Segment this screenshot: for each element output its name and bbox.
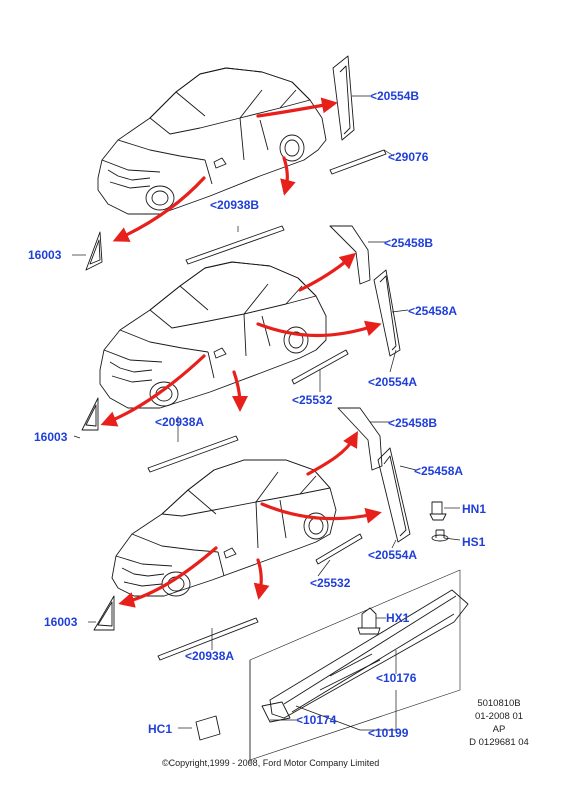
part-20938A-middle bbox=[147, 435, 239, 473]
part-25532-middle bbox=[291, 349, 349, 385]
leader-lines bbox=[72, 95, 461, 764]
rocker-panel-assembly bbox=[195, 569, 469, 761]
fastener-HS1 bbox=[431, 529, 449, 542]
reference-document-number: D 0129681 04 bbox=[469, 737, 529, 748]
callout-HS1[interactable]: HS1 bbox=[462, 535, 486, 549]
part-16003-top bbox=[85, 231, 103, 271]
part-25458A-bottom bbox=[377, 447, 411, 543]
callout-25532-bottom[interactable]: <25532 bbox=[310, 576, 351, 590]
part-25458B-middle bbox=[329, 225, 371, 285]
callout-16003-top[interactable]: 16003 bbox=[28, 248, 62, 262]
part-25532-bottom bbox=[315, 533, 363, 565]
part-16003-bottom bbox=[93, 595, 115, 631]
fastener-HN1 bbox=[429, 501, 447, 521]
red-arrows bbox=[100, 97, 382, 608]
part-16003-middle bbox=[81, 397, 99, 431]
callout-29076[interactable]: <29076 bbox=[388, 150, 429, 164]
reference-block: 5010810B 01-2008 01 AP D 0129681 04 bbox=[454, 697, 544, 749]
wagon-car-illustration-bottom bbox=[111, 459, 337, 597]
callout-25458B-middle[interactable]: <25458B bbox=[384, 236, 434, 250]
callout-HC1[interactable]: HC1 bbox=[148, 722, 173, 736]
reference-date: 01-2008 01 bbox=[474, 711, 524, 722]
callout-25458B-bottom[interactable]: <25458B bbox=[388, 416, 438, 430]
callout-20938A-bottom[interactable]: <20938A bbox=[185, 649, 235, 663]
sedan-car-illustration-top bbox=[97, 67, 327, 215]
callout-20554A-bottom[interactable]: <20554A bbox=[368, 548, 418, 562]
copyright-footer: ©Copyright,1999 - 2008, Ford Motor Compa… bbox=[162, 758, 380, 768]
callout-10174[interactable]: <10174 bbox=[296, 713, 337, 727]
part-20554B bbox=[332, 55, 355, 141]
reference-region: AP bbox=[492, 724, 506, 735]
fastener-HX1 bbox=[357, 607, 381, 635]
part-25458B-bottom bbox=[337, 407, 383, 471]
callout-25458A-bottom[interactable]: <25458A bbox=[414, 464, 464, 478]
part-20938A-bottom bbox=[157, 617, 259, 661]
callout-25532-middle[interactable]: <25532 bbox=[292, 393, 333, 407]
sedan-car-illustration-middle bbox=[99, 261, 327, 409]
callout-25458A-middle[interactable]: <25458A bbox=[408, 304, 458, 318]
callout-20554B[interactable]: <20554B bbox=[370, 89, 420, 103]
callout-20938B[interactable]: <20938B bbox=[210, 198, 260, 212]
callout-16003-bottom[interactable]: 16003 bbox=[44, 615, 78, 629]
part-25458A-middle bbox=[373, 269, 401, 357]
callout-20554A-middle[interactable]: <20554A bbox=[368, 375, 418, 389]
callout-20938A-middle[interactable]: <20938A bbox=[155, 415, 205, 429]
part-20938B bbox=[185, 225, 285, 265]
part-29076 bbox=[329, 149, 387, 175]
callout-HX1[interactable]: HX1 bbox=[386, 611, 410, 625]
callout-10176[interactable]: <10176 bbox=[376, 671, 417, 685]
callout-16003-middle[interactable]: 16003 bbox=[34, 430, 68, 444]
callout-HN1[interactable]: HN1 bbox=[462, 502, 487, 516]
callout-10199[interactable]: <10199 bbox=[368, 726, 409, 740]
reference-code: 5010810B bbox=[477, 698, 521, 709]
